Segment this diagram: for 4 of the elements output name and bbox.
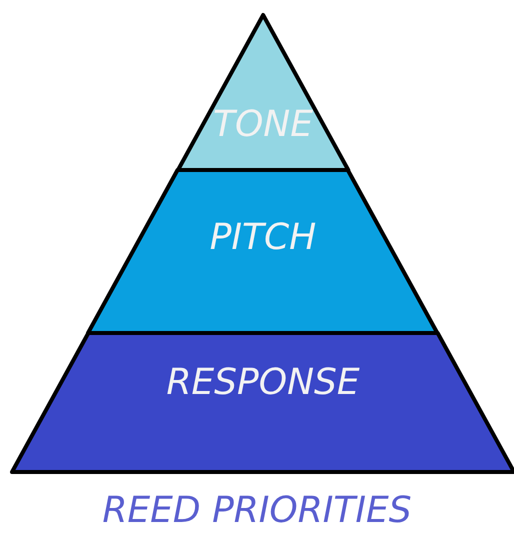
tier-label: PITCH bbox=[210, 218, 316, 258]
tier-label: TONE bbox=[212, 105, 313, 145]
caption: REED PRIORITIES bbox=[102, 490, 412, 532]
tier-label: RESPONSE bbox=[166, 363, 360, 403]
